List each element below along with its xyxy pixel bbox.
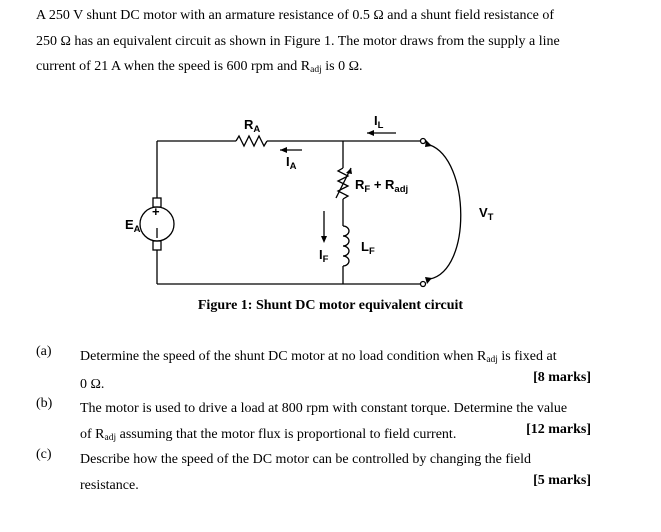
armature-circle xyxy=(139,206,175,242)
question-body: The motor is used to drive a load at 800… xyxy=(80,396,591,449)
question-line: of Radj assuming that the motor flux is … xyxy=(80,422,591,450)
variable-resistor-arrowhead xyxy=(346,168,352,174)
question-a: (a) Determine the speed of the shunt DC … xyxy=(36,344,591,395)
il-label: IL xyxy=(374,113,384,131)
statement-line-3: current of 21 A when the speed is 600 rp… xyxy=(36,54,596,82)
ra-label: RA xyxy=(244,117,260,135)
field-inductor xyxy=(342,225,350,267)
marks-label: [8 marks] xyxy=(533,369,591,385)
statement-text-end: is 0 Ω. xyxy=(321,59,363,74)
question-number: (c) xyxy=(36,447,52,462)
ia-label: IA xyxy=(286,154,297,172)
question-line: The motor is used to drive a load at 800… xyxy=(80,401,568,416)
question-text: of R xyxy=(80,426,105,442)
top-terminal xyxy=(419,137,427,145)
question-line: Describe how the speed of the DC motor c… xyxy=(80,452,531,467)
marks-label: [5 marks] xyxy=(533,472,591,488)
radj-subscript: adj xyxy=(310,65,322,75)
vt-arrowhead-top xyxy=(425,140,432,147)
rf-radj-label: RF + Radj xyxy=(355,177,408,195)
statement-line-1: A 250 V shunt DC motor with an armature … xyxy=(36,8,555,23)
statement-text: current of 21 A when the speed is 600 rp… xyxy=(36,59,311,74)
question-c: (c) Describe how the speed of the DC mot… xyxy=(36,447,591,498)
ia-arrowhead xyxy=(280,147,287,153)
armature-resistor xyxy=(235,134,268,148)
ea-plus-sign: + xyxy=(152,204,160,219)
question-text: Determine the speed of the shunt DC moto… xyxy=(80,349,487,364)
vt-arrowhead-bottom xyxy=(425,277,432,284)
ea-label: EA xyxy=(125,217,141,235)
vt-curve xyxy=(429,144,462,280)
question-body: Describe how the speed of the DC motor c… xyxy=(80,447,591,498)
question-text-end: assuming that the motor flux is proporti… xyxy=(116,426,457,442)
if-arrowhead xyxy=(321,236,327,243)
question-b: (b) The motor is used to drive a load at… xyxy=(36,396,591,447)
lf-label: LF xyxy=(361,239,375,257)
question-line: 0 Ω. xyxy=(80,376,105,392)
question-text-end: is fixed at xyxy=(497,349,557,364)
vt-label: VT xyxy=(479,205,494,223)
marks-label: [12 marks] xyxy=(526,421,591,437)
question-number: (a) xyxy=(36,344,52,359)
if-label: IF xyxy=(319,247,329,265)
bottom-brush xyxy=(152,240,162,251)
radj-subscript: adj xyxy=(486,355,498,365)
question-line: Determine the speed of the shunt DC moto… xyxy=(80,344,591,372)
question-body: Determine the speed of the shunt DC moto… xyxy=(80,344,591,397)
radj-subscript: adj xyxy=(104,432,117,443)
problem-statement: A 250 V shunt DC motor with an armature … xyxy=(36,3,596,82)
question-line: resistance. xyxy=(80,477,139,493)
question-number: (b) xyxy=(36,396,53,411)
bottom-terminal xyxy=(419,280,427,288)
figure-caption: Figure 1: Shunt DC motor equivalent circ… xyxy=(197,298,464,313)
il-arrowhead xyxy=(367,130,374,136)
statement-line-2: 250 Ω has an equivalent circuit as shown… xyxy=(36,33,560,49)
